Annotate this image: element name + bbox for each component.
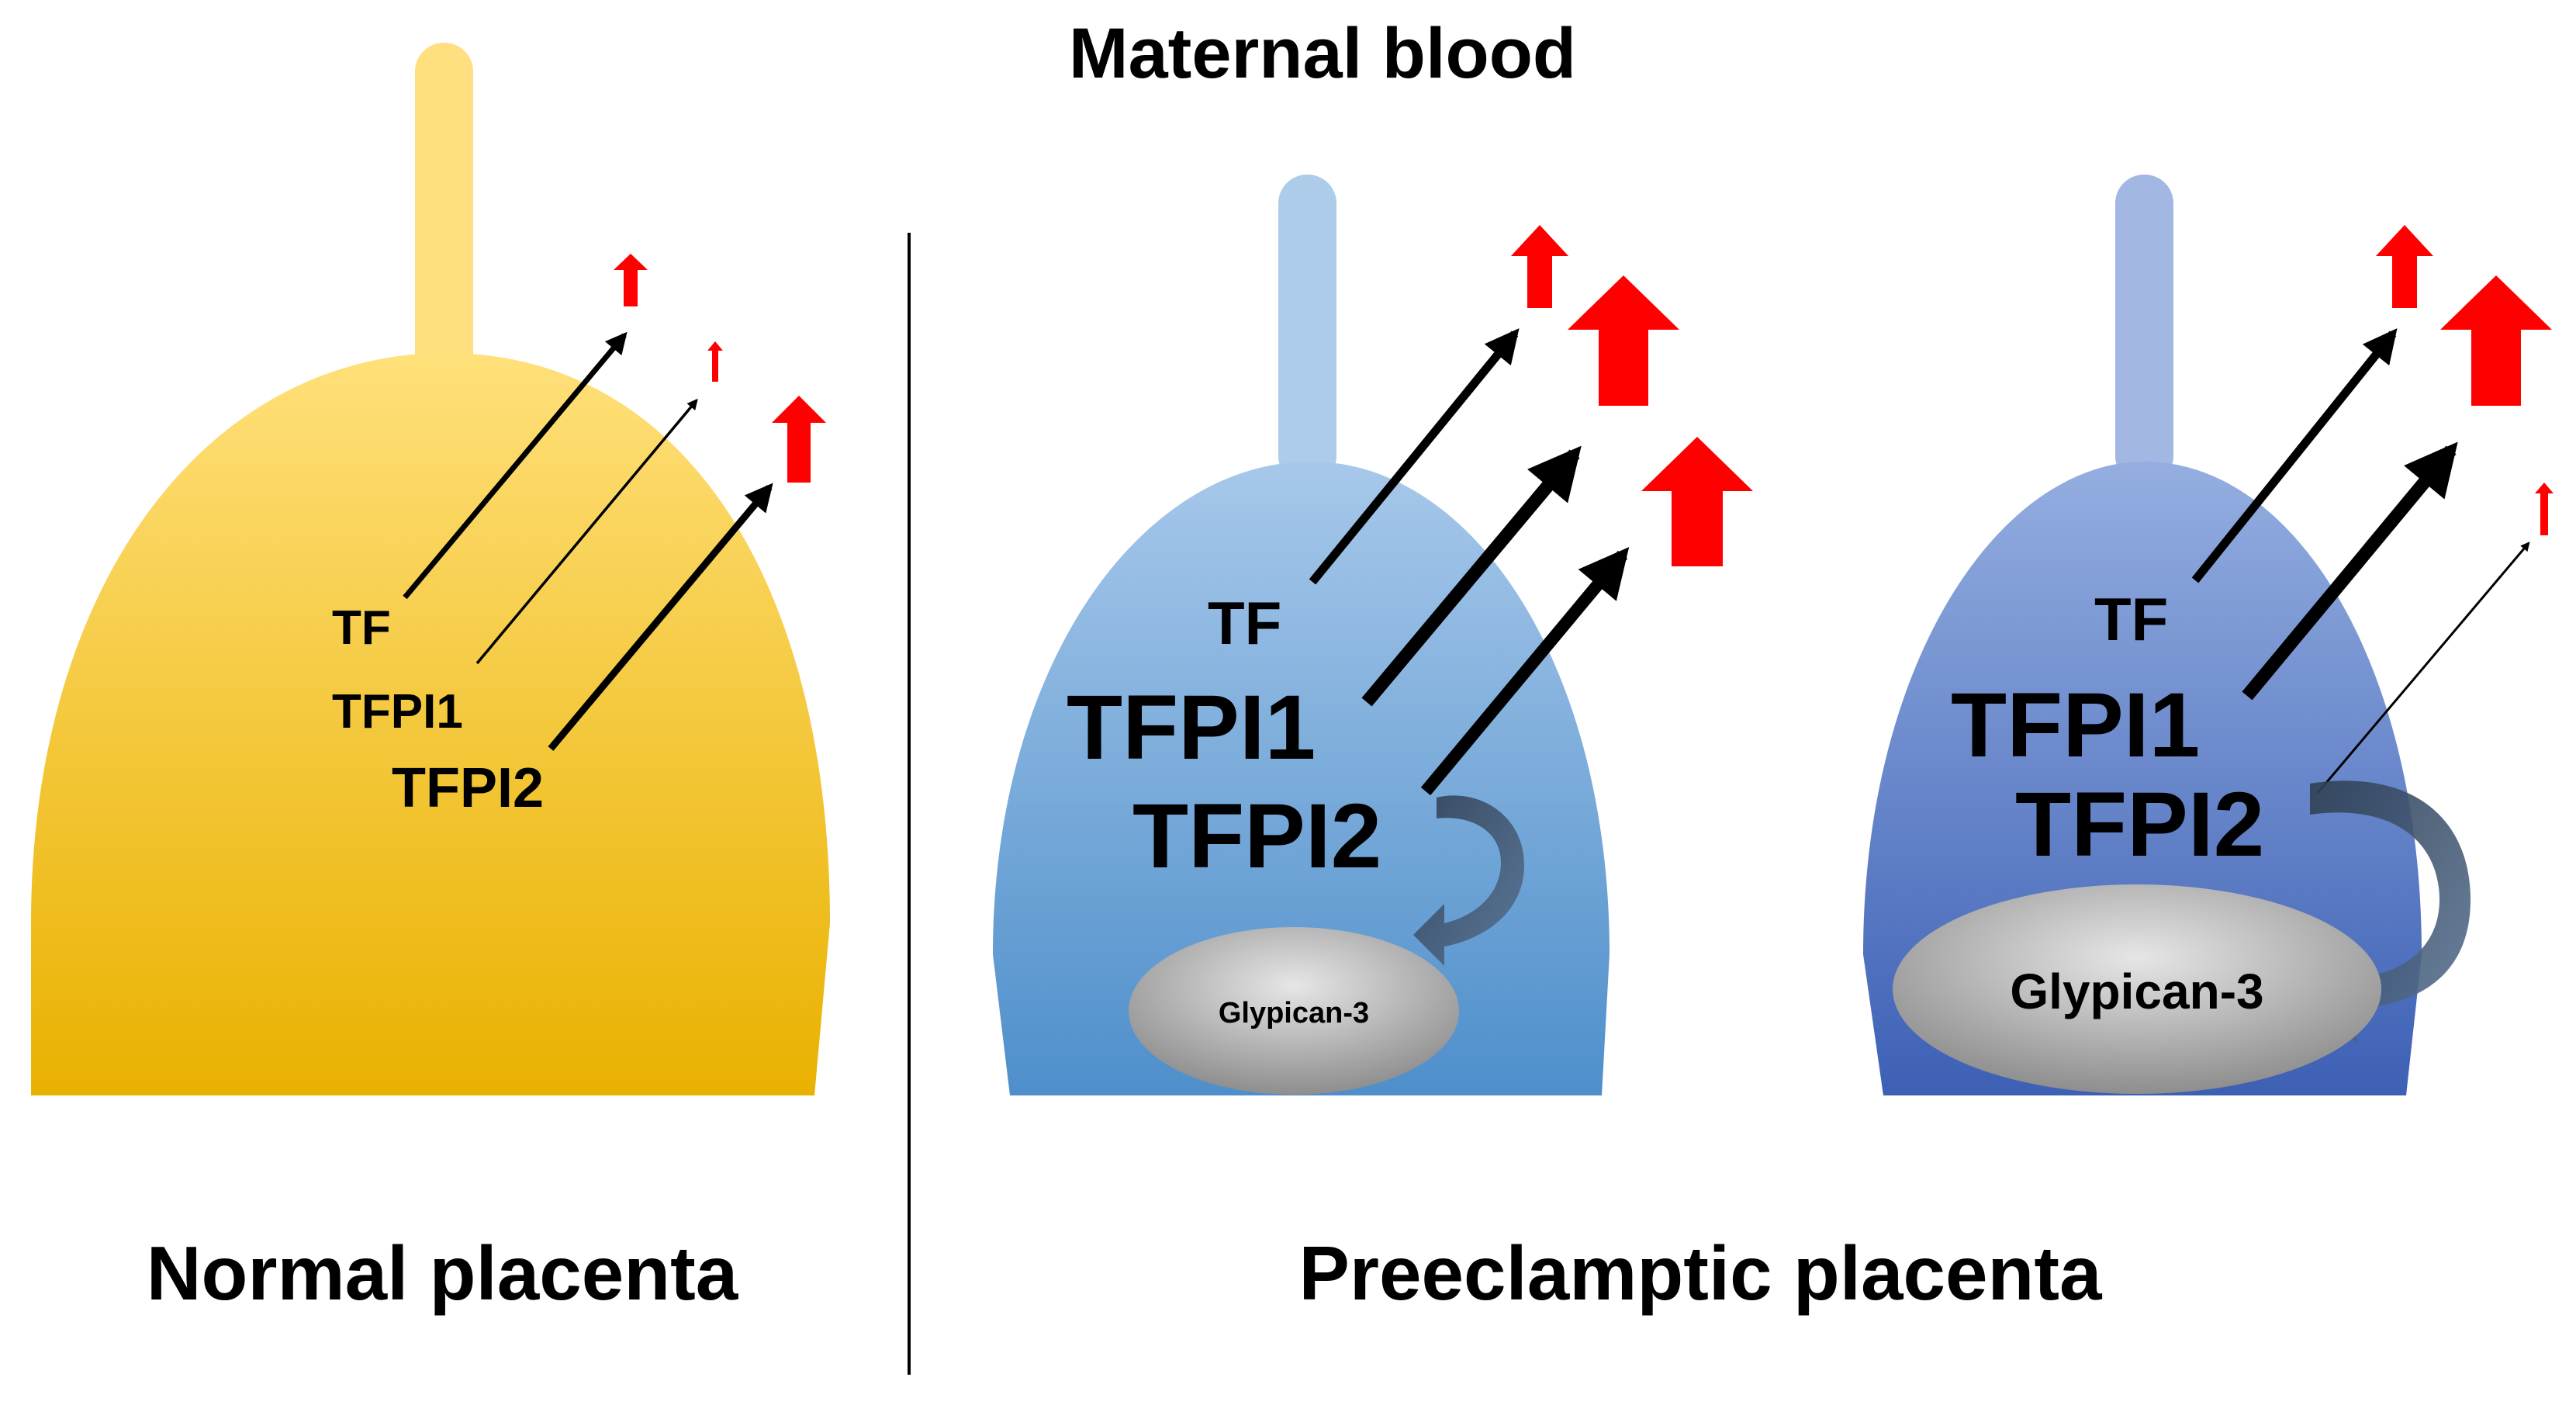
tfpi2-label: TFPI2 <box>1132 785 1381 888</box>
tf-increase-arrow <box>614 254 648 306</box>
tf-release-arrow <box>1309 328 1520 585</box>
glypican-3-ellipse <box>1893 884 2381 1094</box>
tf-release-arrow <box>2191 328 2398 583</box>
tfpi1-release-arrow <box>2242 441 2458 701</box>
tfpi1-label: TFPI1 <box>1951 674 2200 777</box>
preeclamptic-placenta-caption: Preeclamptic placenta <box>1299 1230 2103 1316</box>
tfpi1-release-arrow <box>475 398 698 665</box>
glypican-3-ellipse <box>1129 927 1459 1095</box>
normal-placenta-caption: Normal placenta <box>147 1230 739 1316</box>
tfpi1-release-arrow <box>1361 445 1582 707</box>
tfpi1-increase-arrow <box>2440 275 2552 406</box>
tfpi1-increase-arrow <box>707 341 723 382</box>
normal-placenta-panel: TF TFPI1 TFPI2 Normal placenta <box>31 43 830 1316</box>
tf-label: TF <box>1208 589 1281 657</box>
normal-villus-body <box>31 353 830 1095</box>
tfpi2-increase-arrow <box>1641 437 1753 566</box>
preeclamptic-placenta-panel-2: Glypican-3 TF TFPI1 TFPI2 <box>1863 175 2554 1095</box>
tfpi2-increase-arrow <box>2535 483 2554 535</box>
tf-increase-arrow <box>1511 225 1568 308</box>
tfpi1-increase-arrow <box>1568 275 1679 406</box>
tfpi2-release-arrow <box>1420 547 1630 796</box>
preeclamptic-placenta-panel-1: Glypican-3 TF TFPI1 TFPI2 <box>993 175 1753 1095</box>
tfpi1-label: TFPI1 <box>332 685 463 739</box>
tf-label: TF <box>2094 585 2168 653</box>
tf-label: TF <box>332 601 391 655</box>
pe2-villus-stem <box>2115 175 2173 485</box>
glypican-3-label: Glypican-3 <box>2010 964 2263 1019</box>
tfpi2-increase-arrow <box>772 396 826 483</box>
tf-release-arrow <box>403 331 628 600</box>
pe1-villus-stem <box>1278 175 1336 485</box>
tf-increase-arrow <box>2376 225 2433 308</box>
glypican-3-label: Glypican-3 <box>1219 997 1369 1030</box>
tfpi2-label: TFPI2 <box>392 757 544 819</box>
tfpi2-binding-curve-arrow <box>1413 795 1524 966</box>
maternal-blood-label: Maternal blood <box>1069 14 1576 93</box>
normal-villus-stem <box>415 43 473 384</box>
tfpi2-release-arrow <box>548 483 773 751</box>
tfpi1-label: TFPI1 <box>1067 677 1316 779</box>
tfpi2-label: TFPI2 <box>2015 773 2264 876</box>
tfpi2-release-arrow <box>2316 542 2530 794</box>
